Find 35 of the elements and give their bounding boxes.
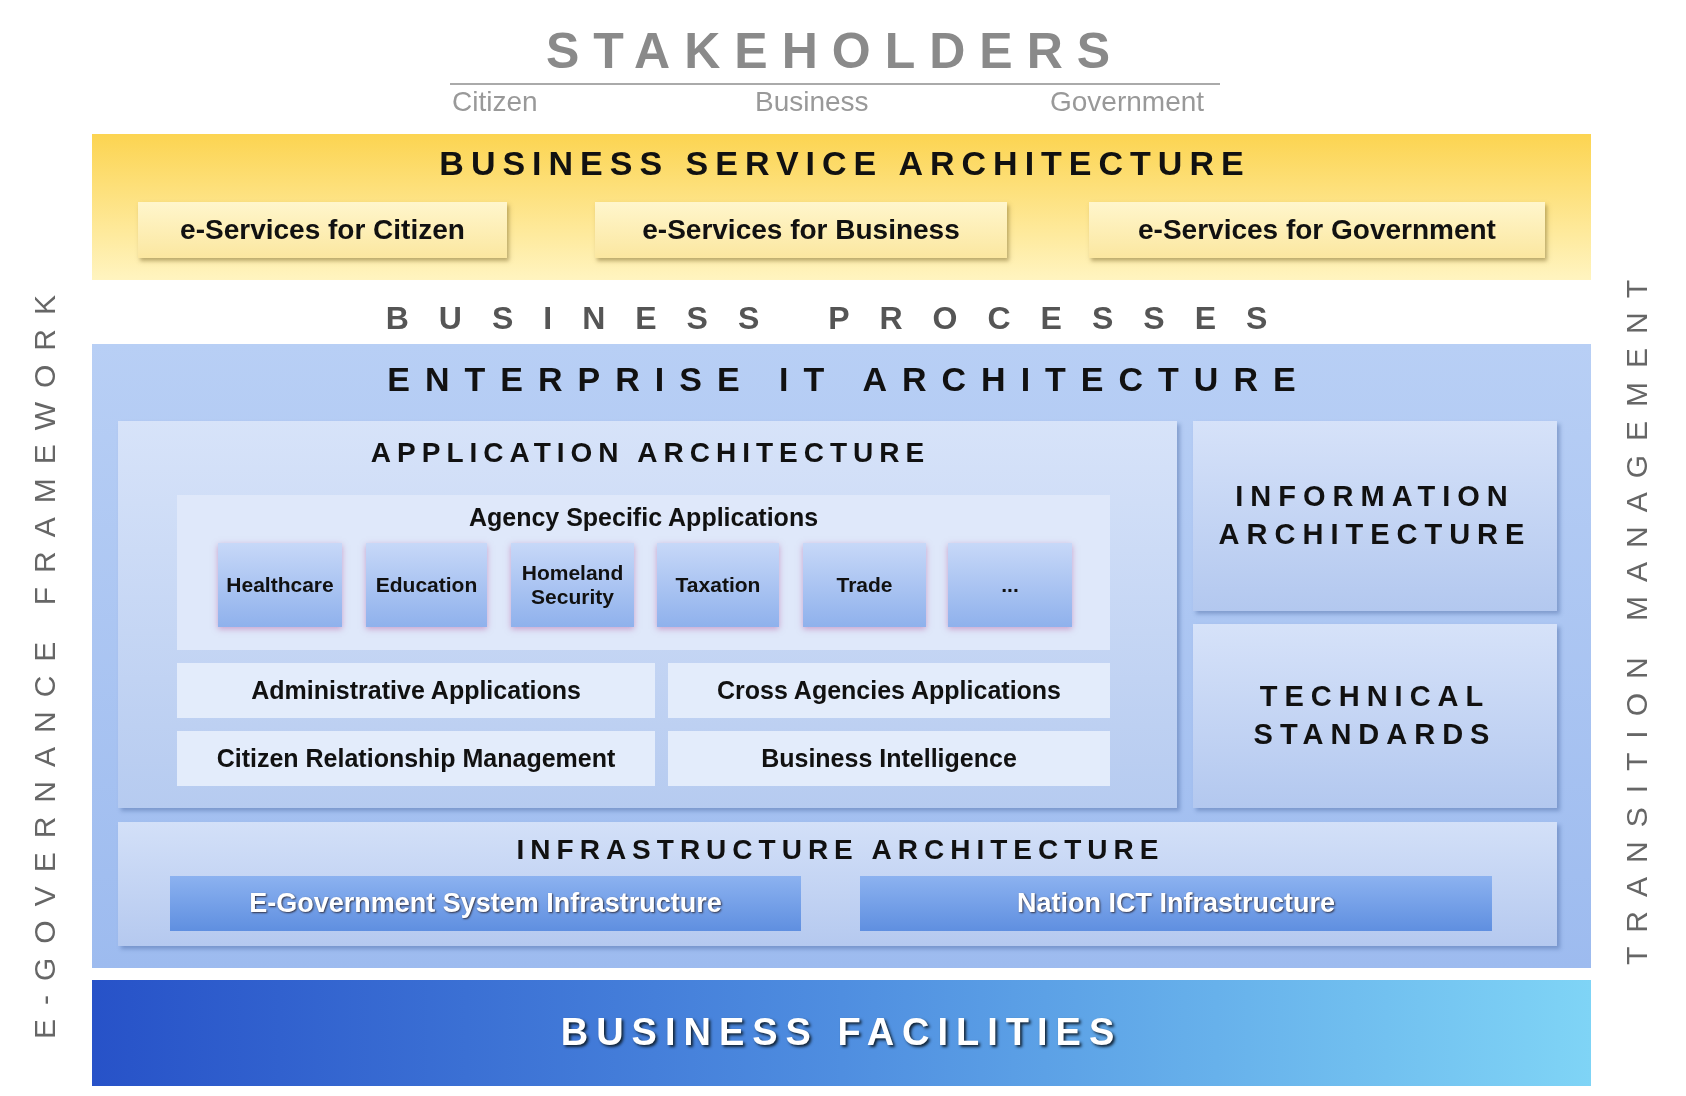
application-box: Trade xyxy=(803,543,926,627)
infrastructure-box: E-Government System Infrastructure xyxy=(170,876,801,931)
section-panel xyxy=(118,822,1557,946)
application-box: Citizen Relationship Management xyxy=(177,731,655,786)
section-heading: INFRASTRUCTURE ARCHITECTURE xyxy=(515,834,1166,866)
section-panel xyxy=(177,495,1110,650)
layer-label: BUSINESS PROCESSES xyxy=(384,300,1299,337)
application-box: Cross Agencies Applications xyxy=(668,663,1110,718)
application-box: Business Intelligence xyxy=(668,731,1110,786)
stakeholder-label: Citizen xyxy=(452,86,538,118)
infrastructure-box: Nation ICT Infrastructure xyxy=(860,876,1492,931)
application-box: ... xyxy=(948,543,1072,627)
section-heading: APPLICATION ARCHITECTURE xyxy=(369,437,932,469)
section-panel: TECHNICAL STANDARDS xyxy=(1193,624,1557,808)
section-heading: ENTERPRISE IT ARCHITECTURE xyxy=(386,360,1312,399)
section-panel xyxy=(118,421,1177,808)
service-box: e-Services for Government xyxy=(1089,202,1545,258)
section-panel: INFORMATION ARCHITECTURE xyxy=(1193,421,1557,611)
title: STAKEHOLDERS xyxy=(544,22,1126,80)
layer-panel xyxy=(92,344,1591,968)
application-box: Administrative Applications xyxy=(177,663,655,718)
layer-band xyxy=(92,134,1591,280)
layer-band: BUSINESS FACILITIES xyxy=(92,980,1591,1086)
section-heading: BUSINESS SERVICE ARCHITECTURE xyxy=(438,144,1252,183)
application-box: Healthcare xyxy=(218,543,342,627)
section-heading: Agency Specific Applications xyxy=(467,503,820,532)
side-label: E-GOVERNANCE FRAMEWORK xyxy=(28,281,62,1040)
stakeholder-label: Government xyxy=(1050,86,1205,118)
stakeholder-label: Business xyxy=(755,86,869,118)
application-box: Taxation xyxy=(657,543,779,627)
application-box: Education xyxy=(366,543,487,627)
application-box: Homeland Security xyxy=(511,543,634,627)
service-box: e-Services for Citizen xyxy=(138,202,507,258)
side-label: TRANSITION MANAGEMENT xyxy=(1620,265,1654,965)
service-box: e-Services for Business xyxy=(595,202,1007,258)
